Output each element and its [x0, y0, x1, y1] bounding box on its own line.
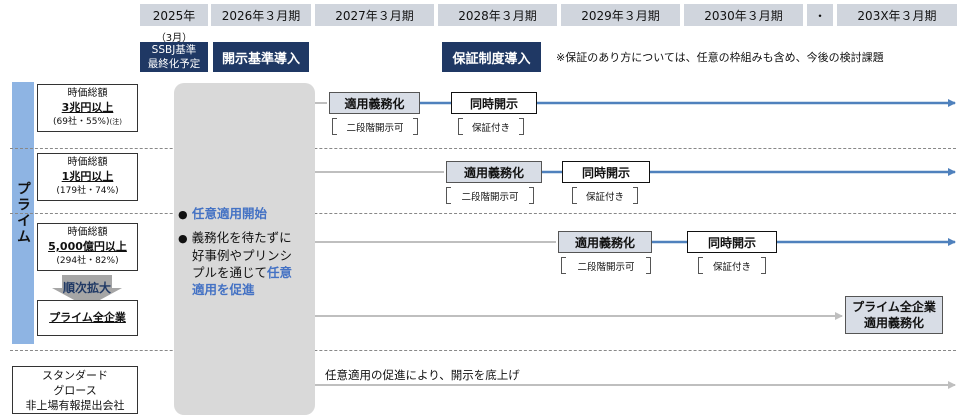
year-header-2028: 2028年３月期: [438, 4, 557, 26]
others-description: 任意適用の促進により、開示を底上げ: [325, 368, 520, 382]
expansion-down-arrow: [52, 275, 122, 307]
category-others: スタンダード グロース 非上場有報提出会社: [12, 366, 138, 414]
category-stats: (69社・55%)(注): [53, 117, 122, 127]
category-threshold: 1兆円以上: [61, 170, 114, 183]
final-line2: 適用義務化: [863, 316, 924, 330]
category-prime-all: プライム全企業: [37, 300, 138, 336]
ssbj-month: （3月）: [155, 33, 193, 44]
voluntary-start-text: 任意適用開始: [191, 206, 267, 221]
voluntary-text-c: プルを通じて: [192, 265, 268, 280]
category-label: 時価総額: [67, 88, 108, 99]
voluntary-panel: [174, 83, 315, 415]
assurance-note: ※保証のあり方については、任意の枠組みも含め、今後の検討課題: [556, 51, 884, 64]
row3-two-stage: 二段階開示可: [561, 257, 651, 274]
row-divider: [10, 350, 956, 351]
voluntary-bullet-1: ● 任意適用開始: [178, 203, 314, 222]
voluntary-text-e: 適用を促進: [192, 282, 255, 297]
category-stats: (179社・74%): [56, 186, 119, 196]
category-threshold: 5,000億円以上: [48, 240, 127, 253]
row-divider: [10, 213, 956, 214]
row2-simultaneous: 同時開示: [562, 161, 650, 183]
others-line3: 非上場有報提出会社: [25, 399, 125, 412]
final-line1: プライム全企業: [852, 300, 936, 314]
others-line2: グロース: [53, 384, 97, 397]
ssbj-box: SSBJ基準 最終化予定: [140, 42, 208, 72]
footnote-mark: (注): [109, 118, 122, 126]
row2-assured: 保証付き: [572, 187, 638, 204]
others-line1: スタンダード: [42, 369, 108, 382]
year-header-2025: 2025年: [140, 4, 208, 26]
prime-all-label: プライム全企業: [49, 311, 126, 324]
voluntary-bullet-2: ● 義務化を待たずに 好事例やプリンシ プルを通じて任意 適用を促進: [178, 229, 314, 298]
ssbj-line1: SSBJ基準: [151, 44, 197, 56]
year-header-203x: 203X年３月期: [837, 4, 957, 26]
row3-simultaneous: 同時開示: [687, 231, 777, 253]
row3-mandatory: 適用義務化: [558, 231, 652, 253]
row2-two-stage: 二段階開示可: [446, 187, 534, 204]
ssbj-line2: 最終化予定: [147, 58, 201, 70]
voluntary-text-d: 任意: [267, 265, 293, 280]
category-label: 時価総額: [67, 157, 108, 168]
row1-assured: 保証付き: [458, 118, 524, 135]
category-label: 時価総額: [67, 227, 108, 238]
row-divider: [10, 148, 956, 149]
category-500billion: 時価総額 5,000億円以上 (294社・82%): [37, 223, 138, 271]
disclosure-intro-box: 開示基準導入: [213, 42, 309, 72]
bullet-dot-icon: ●: [178, 208, 188, 221]
final-prime-mandatory: プライム全企業 適用義務化: [845, 296, 943, 334]
row1-simultaneous: 同時開示: [451, 92, 537, 114]
category-3trillion: 時価総額 3兆円以上 (69社・55%)(注): [37, 84, 138, 132]
bullet-dot-icon: ●: [178, 232, 188, 245]
year-header-2030: 2030年３月期: [684, 4, 803, 26]
year-header-2027: 2027年３月期: [315, 4, 434, 26]
expansion-label: 順次拡大: [62, 281, 111, 295]
category-1trillion: 時価総額 1兆円以上 (179社・74%): [37, 153, 138, 201]
year-header-dot: ・: [807, 4, 833, 26]
year-header-2029: 2029年３月期: [561, 4, 680, 26]
assurance-intro-box: 保証制度導入: [442, 42, 541, 72]
row1-mandatory: 適用義務化: [329, 92, 420, 114]
voluntary-text-b: 好事例やプリンシ: [192, 248, 293, 263]
voluntary-text-a: 義務化を待たずに: [191, 230, 292, 245]
row3-assured: 保証付き: [698, 257, 766, 274]
category-threshold: 3兆円以上: [61, 101, 114, 114]
year-header-2026: 2026年３月期: [211, 4, 311, 26]
category-stats: (294社・82%): [56, 256, 119, 266]
row2-mandatory: 適用義務化: [446, 161, 542, 183]
row1-two-stage: 二段階開示可: [332, 118, 418, 135]
